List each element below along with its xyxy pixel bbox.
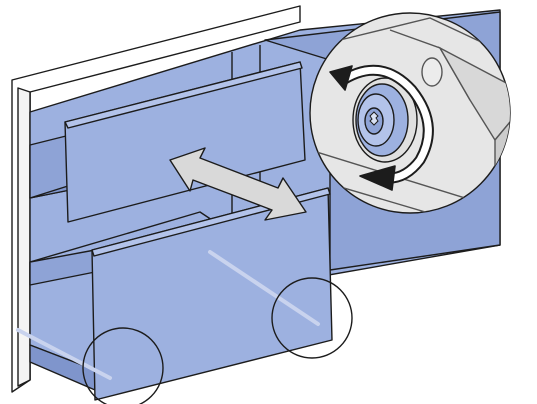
upper-drawer [29, 61, 306, 223]
adjustment-screw-icon [355, 83, 409, 157]
highlight-circle-icon [82, 327, 164, 404]
double-headed-arrow-icon [169, 147, 307, 221]
magnifier-callout-icon [309, 12, 511, 214]
drawer-rail-ghost [16, 250, 320, 380]
rotation-arrow-icon [329, 64, 434, 191]
highlight-circle-icon [271, 277, 353, 359]
